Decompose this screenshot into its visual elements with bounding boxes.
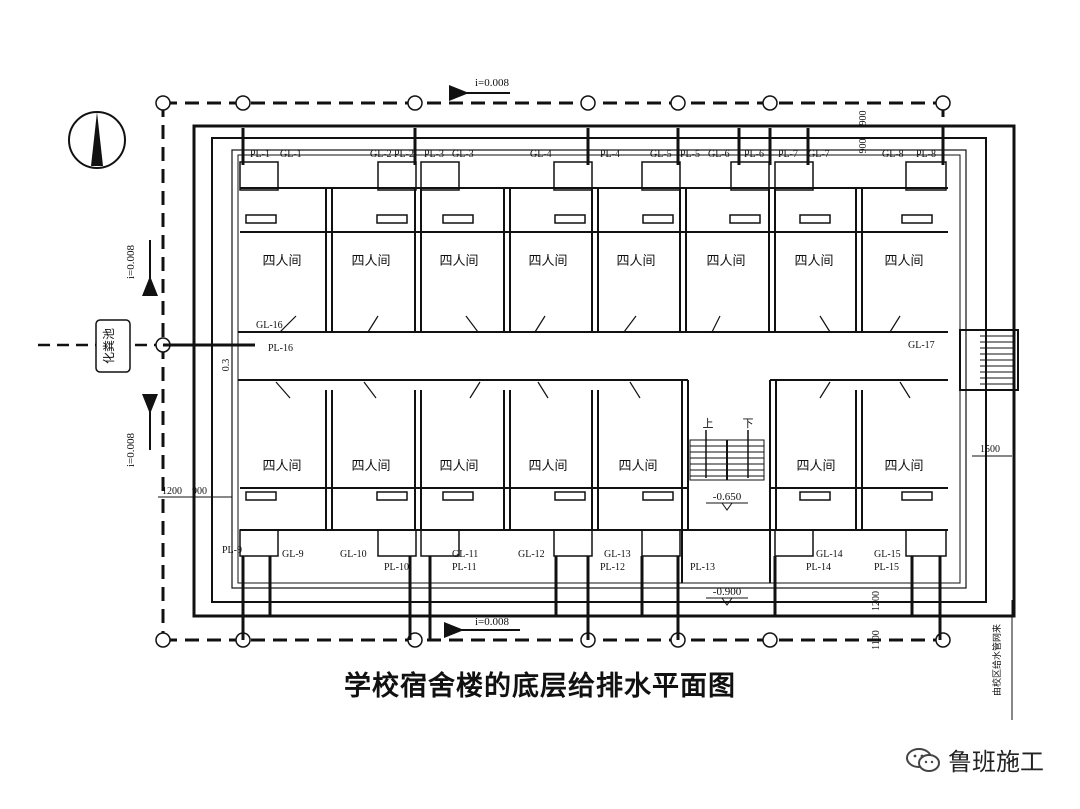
dim-left-a: 1200: [162, 486, 182, 497]
pipe-gl-label: GL-16: [256, 320, 283, 331]
dim-bottom-b: 1200: [871, 591, 882, 611]
dim-top-a: 900: [858, 111, 869, 126]
pipe-gl-label: GL-3: [452, 149, 474, 160]
dim-corner: 0.3: [221, 359, 232, 372]
lower-bathrooms: [239, 491, 947, 557]
stair-hall: [689, 430, 765, 481]
dim-right: 1500: [980, 444, 1000, 455]
door-swings: [275, 315, 911, 399]
pipe-gl-label: GL-8: [882, 149, 904, 160]
pipe-pl-label: PL-10: [384, 562, 409, 573]
pipe-gl-label: GL-11: [452, 549, 478, 560]
pipe-gl-label: GL-7: [808, 149, 830, 160]
upper-bathrooms: [239, 161, 947, 224]
septic-tank: 化粪池: [38, 319, 156, 373]
slope-left-upper: i=0.008: [125, 244, 137, 279]
svg-text:-0.900: -0.900: [713, 586, 742, 598]
exterior-stair: [959, 329, 1019, 391]
upper-partitions: [240, 187, 948, 332]
pipe-pl-label: PL-1: [250, 149, 270, 160]
elevation-outside: -0.900: [706, 586, 748, 606]
room-label: 四人间: [616, 253, 655, 268]
pipe-gl-label: GL-1: [280, 149, 302, 160]
pipe-gl-label: GL-4: [530, 149, 552, 160]
pipe-pl-label: PL-12: [600, 562, 625, 573]
dim-bottom-a: 1100: [871, 630, 882, 650]
pipe-gl-label: GL-6: [708, 149, 730, 160]
room-label: 四人间: [528, 253, 567, 268]
pipe-gl-label: GL-10: [340, 549, 367, 560]
pipe-labels-bottom: PL-9 GL-9 GL-10 PL-10 GL-11 PL-11 GL-12 …: [222, 545, 901, 573]
building-walls: [192, 124, 1016, 618]
pipe-gl-label: GL-5: [650, 149, 672, 160]
room-label: 四人间: [351, 253, 390, 268]
stair-up-label: 上: [703, 417, 714, 430]
watermark: 鲁班施工: [906, 742, 1044, 777]
north-arrow-icon: [68, 111, 126, 169]
pipe-gl-label: GL-17: [908, 340, 935, 351]
pipe-gl-label: GL-9: [282, 549, 304, 560]
slope-left-lower: i=0.008: [125, 432, 137, 467]
pipe-pl-label: PL-6: [744, 149, 764, 160]
slope-top: i=0.008: [475, 77, 510, 89]
dim-top-b: 900: [858, 139, 869, 154]
lower-partitions: [240, 380, 948, 583]
room-label: 四人间: [794, 253, 833, 268]
pipe-gl-label: GL-2: [370, 149, 392, 160]
pipe-pl-label: PL-11: [452, 562, 477, 573]
room-label: 四人间: [796, 458, 835, 473]
drainage-pipes: [163, 128, 945, 640]
pipe-gl-label: GL-13: [604, 549, 631, 560]
supply-note: 由校区给水管网来: [991, 624, 1002, 696]
pipe-pl-label: PL-7: [778, 149, 798, 160]
pipe-pl-label: PL-5: [680, 149, 700, 160]
room-label: 四人间: [351, 458, 390, 473]
room-label: 四人间: [439, 253, 478, 268]
septic-tank-label: 化粪池: [102, 328, 116, 364]
pipe-pl-label: PL-8: [916, 149, 936, 160]
room-label: 四人间: [262, 253, 301, 268]
room-label: 四人间: [618, 458, 657, 473]
room-label: 四人间: [884, 253, 923, 268]
stair-down-label: 下: [743, 418, 754, 430]
pipe-pl-label: PL-13: [690, 562, 715, 573]
room-label: 四人间: [884, 458, 923, 473]
pipe-pl-label: PL-15: [874, 562, 899, 573]
room-label: 四人间: [262, 458, 301, 473]
dim-left-b: 900: [192, 486, 207, 497]
drawing-title: 学校宿舍楼的底层给排水平面图: [344, 671, 736, 702]
pipe-pl-label: PL-14: [806, 562, 831, 573]
slope-bottom: i=0.008: [475, 616, 510, 628]
pipe-gl-label: GL-15: [874, 549, 901, 560]
room-label: 四人间: [528, 458, 567, 473]
pipe-gl-label: GL-12: [518, 549, 545, 560]
room-label: 四人间: [439, 458, 478, 473]
pipe-pl-label: PL-3: [424, 149, 444, 160]
corridor-walls: [238, 331, 948, 381]
pipe-gl-label: GL-14: [816, 549, 843, 560]
wechat-icon: [906, 747, 940, 772]
pipe-pl-label: PL-4: [600, 149, 620, 160]
pipe-pl-label: PL-2: [394, 149, 414, 160]
watermark-text: 鲁班施工: [948, 748, 1044, 776]
pipe-pl-label: PL-16: [268, 343, 293, 354]
svg-text:-0.650: -0.650: [713, 491, 742, 503]
slope-arrows: [142, 85, 520, 638]
elevation-hall: -0.650: [706, 491, 748, 511]
room-labels: 四人间 四人间 四人间 四人间 四人间 四人间 四人间 四人间 四人间 四人间 …: [262, 253, 923, 473]
room-label: 四人间: [706, 253, 745, 268]
pipe-pl-label: PL-9: [222, 545, 242, 556]
pipe-labels-top: PL-1 GL-1 GL-2 PL-2 PL-3 GL-3 GL-4 PL-4 …: [250, 149, 936, 160]
